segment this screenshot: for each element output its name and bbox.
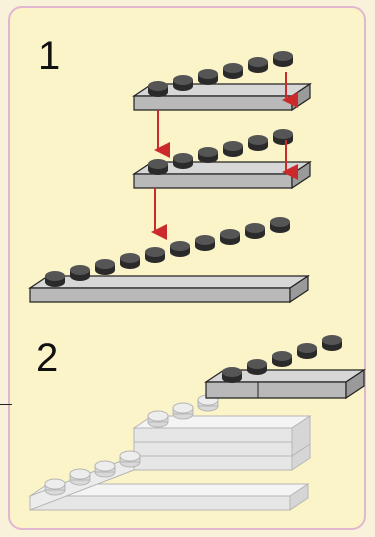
step1-plate-bottom (28, 217, 310, 304)
step-1-number: 1 (38, 34, 61, 78)
step2-faded-stack (28, 394, 312, 511)
step1-plate-bottom-studs (45, 217, 290, 287)
step2-plate-new-studs (222, 335, 342, 383)
step1-plate-middle-studs (148, 129, 293, 175)
page-edge-mark (0, 404, 12, 405)
step1-arrows (151, 72, 298, 240)
step1-plate-top-studs (148, 51, 293, 97)
step2-plate-new (204, 335, 366, 400)
step1-plate-middle (132, 129, 312, 190)
step1-plate-top (132, 51, 312, 112)
step-2-number: 2 (36, 336, 59, 380)
step2-faded-studs (44, 394, 219, 496)
